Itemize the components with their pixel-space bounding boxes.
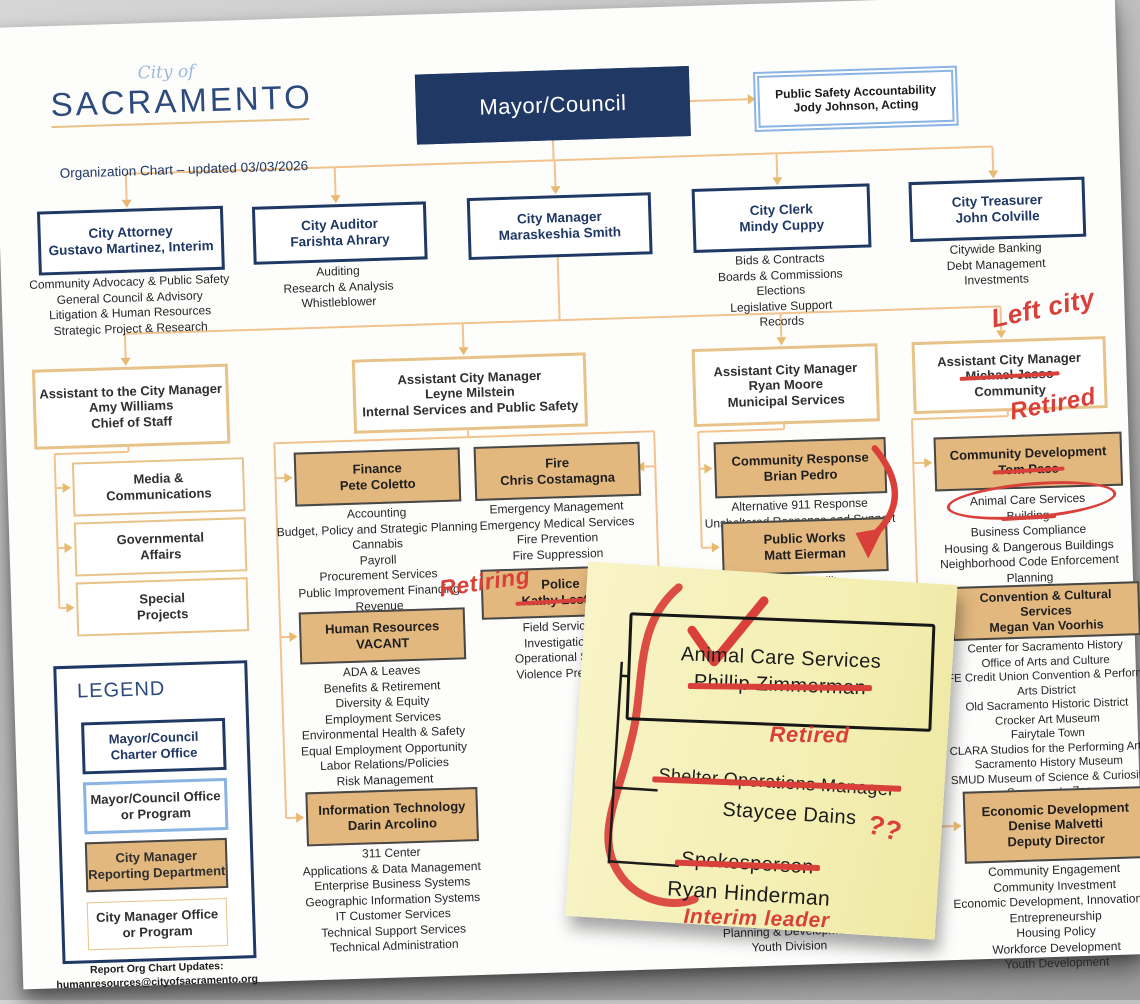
box-fire: Fire Chris Costamagna xyxy=(473,441,642,501)
dept-person: Darin Arcolino xyxy=(347,815,438,834)
dept-title: Police xyxy=(541,576,580,593)
legend-cm-office-program: City Manager Office or Program xyxy=(86,897,229,951)
dept-person: Pete Coletto xyxy=(339,475,416,494)
dept-title: Convention & Cultural Services xyxy=(979,586,1112,619)
footer-note: Report Org Chart Updates: humanresources… xyxy=(48,958,267,993)
note-title: Animal Care Services xyxy=(680,643,882,673)
box-public-safety-accountability: Public Safety Accountability Jody Johnso… xyxy=(753,65,959,133)
dept-person: Gustavo Martinez, Interim xyxy=(48,238,214,259)
program-label: Special Projects xyxy=(136,590,189,623)
arrowhead-icons xyxy=(62,94,1007,832)
box-acm-moore: Assistant City Manager Ryan Moore Munici… xyxy=(691,343,880,428)
dept-person: Mindy Cuppy xyxy=(739,216,825,235)
struck-name-michael-jasso: Michael Jasso xyxy=(965,365,1054,384)
fire-programs: Emergency Management Emergency Medical S… xyxy=(438,497,676,566)
legend: LEGEND Mayor/Council Charter Office Mayo… xyxy=(53,660,257,965)
red-arrow-icon xyxy=(855,445,899,559)
dept-person: VACANT xyxy=(355,635,410,652)
sticky-note-drawings xyxy=(604,583,769,907)
program-label: Media & Communications xyxy=(105,470,212,504)
legend-title: LEGEND xyxy=(76,677,166,703)
dept-role: Deputy Director xyxy=(1007,831,1106,850)
box-acm-milstein: Assistant City Manager Leyne Milstein In… xyxy=(351,352,588,434)
red-check-icon xyxy=(687,596,769,667)
psa-person: Jody Johnson, Acting xyxy=(793,96,919,115)
dept-person: Megan Van Voorhis xyxy=(989,616,1104,635)
box-media-communications: Media & Communications xyxy=(71,457,246,517)
dept-title: City Clerk xyxy=(749,201,813,218)
city-clerk-programs: Bids & Contracts Boards & Commissions El… xyxy=(664,249,898,334)
black-bracket-lines xyxy=(607,661,679,868)
box-economic-development: Economic Development Denise Malvetti Dep… xyxy=(962,786,1140,864)
city-auditor-programs: Auditing Research & Analysis Whistleblow… xyxy=(224,261,453,315)
box-special-projects: Special Projects xyxy=(75,577,250,637)
dept-person: John Colville xyxy=(955,208,1040,226)
economic-programs: Community Engagement Community Investmen… xyxy=(930,859,1140,975)
legend-cm-reporting-dept: City Manager Reporting Department xyxy=(84,837,229,893)
note-status-retired: Retired xyxy=(769,721,850,748)
dept-person: Brian Pedro xyxy=(763,466,838,484)
box-human-resources: Human Resources VACANT xyxy=(298,607,467,665)
city-treasurer-programs: Citywide Banking Debt Management Investm… xyxy=(880,238,1111,292)
asst-line3: Internal Services and Public Safety xyxy=(362,397,579,420)
legend-charter-office: Mayor/Council Charter Office xyxy=(81,717,227,775)
box-city-manager: City Manager Maraskeshia Smith xyxy=(466,192,653,261)
box-city-auditor: City Auditor Farishta Ahrary xyxy=(251,201,428,265)
logo-name-text: SACRAMENTO xyxy=(50,77,314,124)
convention-programs: Center for Sacramento History Office of … xyxy=(925,636,1140,803)
legend-mc-office-program: Mayor/Council Office or Program xyxy=(82,777,229,835)
note-hand-box: Animal Care Services Phillip Zimmerman xyxy=(625,612,936,732)
asst-line3: Municipal Services xyxy=(727,391,846,410)
red-brace-icon xyxy=(604,583,699,907)
it-programs: 311 Center Applications & Data Managemen… xyxy=(271,842,514,958)
program-label: Governmental Affairs xyxy=(116,529,205,563)
note-status-interim: Interim leader xyxy=(683,904,830,933)
sticky-note: Animal Care Services Phillip Zimmerman R… xyxy=(565,561,958,940)
struck-name-tom-pace: Tom Pace xyxy=(998,460,1059,478)
dept-person: Matt Eierman xyxy=(764,545,847,563)
mayor-council-label: Mayor/Council xyxy=(478,89,627,120)
city-attorney-programs: Community Advocacy & Public Safety Gener… xyxy=(11,271,249,340)
box-information-technology: Information Technology Darin Arcolino xyxy=(305,787,479,847)
box-governmental-affairs: Governmental Affairs xyxy=(73,517,248,577)
box-mayor-council: Mayor/Council xyxy=(414,66,691,145)
dept-person: Maraskeshia Smith xyxy=(498,224,622,244)
dept-title: Human Resources xyxy=(324,618,440,638)
note-struck-person: Phillip Zimmerman xyxy=(693,670,867,700)
asst-line3: Chief of Staff xyxy=(90,413,173,431)
box-city-clerk: City Clerk Mindy Cuppy xyxy=(691,183,872,253)
box-finance: Finance Pete Coletto xyxy=(293,447,462,507)
box-convention-cultural: Convention & Cultural Services Megan Van… xyxy=(951,581,1140,642)
dept-person: Chris Costamagna xyxy=(499,469,616,489)
box-assistant-chief-of-staff: Assistant to the City Manager Amy Willia… xyxy=(31,363,231,450)
box-city-attorney: City Attorney Gustavo Martinez, Interim xyxy=(36,205,225,276)
city-logo: City of SACRAMENTO xyxy=(49,58,314,129)
dept-title: Finance xyxy=(352,460,402,478)
box-city-treasurer: City Treasurer John Colville xyxy=(908,176,1087,243)
dept-title: Fire xyxy=(544,455,570,472)
dept-person: Farishta Ahrary xyxy=(290,231,390,250)
